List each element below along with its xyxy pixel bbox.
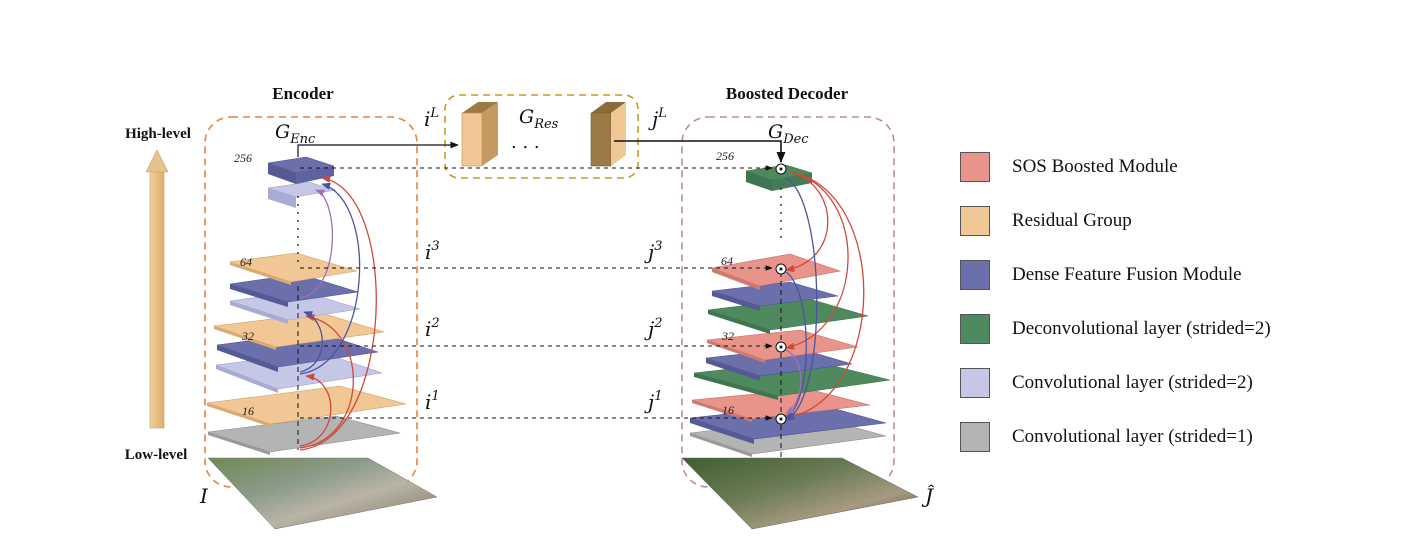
i-L-label: iL <box>424 106 439 131</box>
legend-item-dense-fusion: Dense Feature Fusion Module <box>960 258 1242 292</box>
dec-skip-arrow-red-3 <box>785 171 829 273</box>
res-dots: . . . <box>511 132 540 153</box>
enc-channel-64: 64 <box>240 255 252 269</box>
sum-node-icon-64 <box>775 263 787 275</box>
j3-label: j3 <box>644 239 662 264</box>
dec-skip-arrow-purple <box>785 349 802 415</box>
level-arrow-icon <box>145 149 169 429</box>
legend-label-residual: Residual Group <box>1012 210 1132 231</box>
enc-to-res-connector <box>297 141 459 157</box>
input-image-label: I <box>199 484 209 508</box>
legend-item-deconv: Deconvolutional layer (strided=2) <box>960 312 1271 346</box>
legend-item-conv-stride2: Convolutional layer (strided=2) <box>960 366 1253 400</box>
legend-swatch-sos <box>960 152 990 182</box>
encoder-title: Encoder <box>272 84 334 103</box>
legend-swatch-dense-fusion <box>960 260 990 290</box>
legend-label-conv-stride2: Convolutional layer (strided=2) <box>1012 372 1253 393</box>
legend-swatch-residual <box>960 206 990 236</box>
dec-channel-16: 16 <box>722 403 734 417</box>
output-image-label: Ĵ <box>921 483 935 508</box>
legend-item-residual: Residual Group <box>960 204 1132 238</box>
dec-channel-32: 32 <box>721 329 734 343</box>
high-level-label: High-level <box>125 126 191 142</box>
dec-channel-64: 64 <box>721 254 733 268</box>
dec-channel-256: 256 <box>716 149 734 163</box>
legend-label-dense-fusion: Dense Feature Fusion Module <box>1012 264 1242 285</box>
enc-channel-32: 32 <box>241 329 254 343</box>
output-image <box>681 457 919 530</box>
dec-skip-arrow-red-1 <box>785 171 865 421</box>
enc-channel-256: 256 <box>234 151 252 165</box>
res-block-right <box>590 102 626 167</box>
enc-skip-arrow-red-3 <box>299 175 377 451</box>
enc-skip-arrow-red-1 <box>299 373 332 447</box>
enc-skip-arrow-purple <box>299 189 333 299</box>
legend-swatch-conv-stride1 <box>960 422 990 452</box>
legend-swatch-deconv <box>960 314 990 344</box>
legend-label-deconv: Deconvolutional layer (strided=2) <box>1012 318 1271 339</box>
j2-label: j2 <box>644 316 662 341</box>
i2-label: i2 <box>425 316 440 341</box>
j-L-label: jL <box>648 106 667 131</box>
i3-label: i3 <box>425 239 440 264</box>
g-res-label: GRes <box>519 106 559 132</box>
g-dec-label: GDec <box>768 121 809 147</box>
j1-label: j1 <box>644 389 662 414</box>
legend-label-sos: SOS Boosted Module <box>1012 156 1178 177</box>
enc-skip-arrow-red-2 <box>299 313 354 449</box>
res-to-dec-connector <box>614 140 786 164</box>
legend-item-conv-stride1: Convolutional layer (strided=1) <box>960 420 1253 454</box>
low-level-label: Low-level <box>125 447 187 463</box>
g-enc-label: GEnc <box>275 121 316 147</box>
dec-skip-arrow-red-2 <box>785 171 849 350</box>
dec-deconv-layer-2 <box>707 297 869 331</box>
enc-residual-group-16 <box>206 385 407 425</box>
dec-skip-arrow-blue-1 <box>785 177 818 421</box>
i1-label: i1 <box>425 389 440 414</box>
legend-swatch-conv-stride2 <box>960 368 990 398</box>
legend-label-conv-stride1: Convolutional layer (strided=1) <box>1012 426 1253 447</box>
decoder-title: Boosted Decoder <box>726 84 849 103</box>
sum-node-icon-256 <box>775 163 787 175</box>
sum-node-icon-16 <box>775 413 787 425</box>
enc-channel-16: 16 <box>242 404 254 418</box>
enc-skip-arrow-blue-2 <box>299 182 361 375</box>
sum-node-icon-32 <box>775 341 787 353</box>
enc-conv-stride1-layer <box>207 415 401 453</box>
input-image <box>207 457 438 530</box>
enc-skip-arrow-blue-1 <box>299 311 323 373</box>
res-block-left <box>461 102 498 167</box>
legend-item-sos: SOS Boosted Module <box>960 150 1178 184</box>
